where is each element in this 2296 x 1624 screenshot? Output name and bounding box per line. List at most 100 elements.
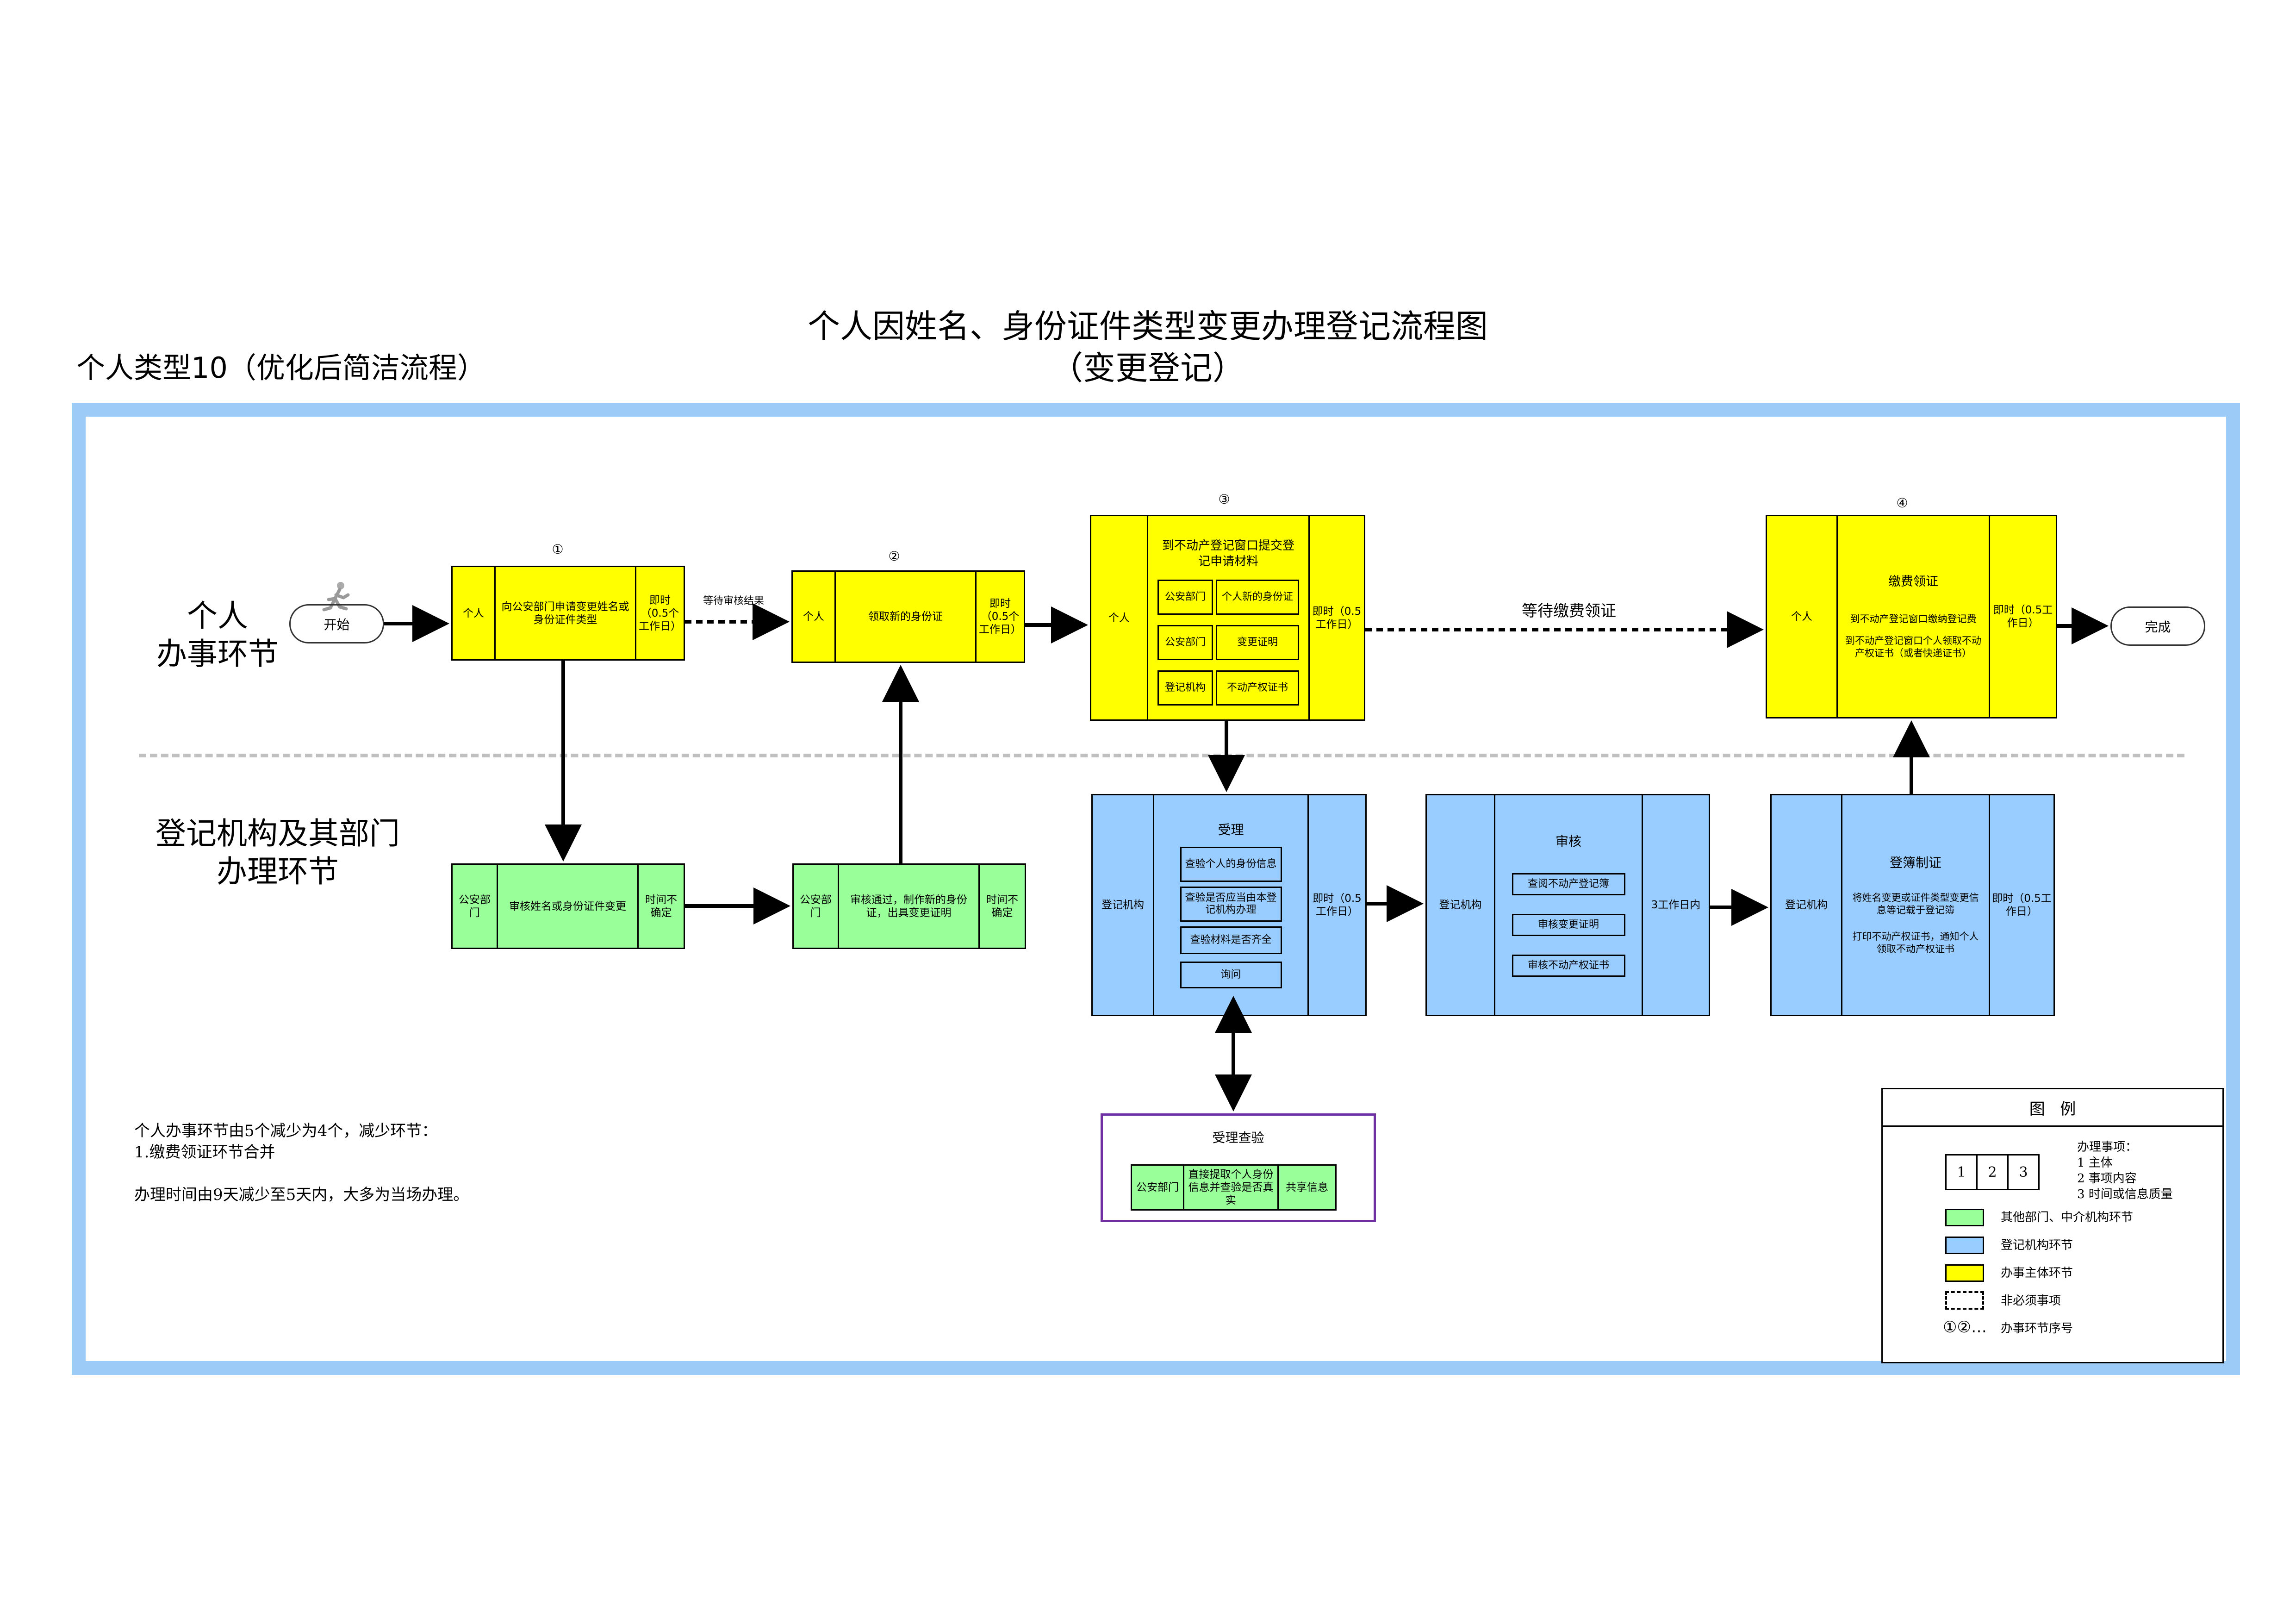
step-content: 直接提取个人身份信息并查验是否真实 — [1183, 1166, 1277, 1209]
legend-title: 图 例 — [1883, 1089, 2222, 1127]
step-content: 领取新的身份证 — [834, 572, 975, 662]
step-content: 受理 查验个人的身份信息 查验是否应当由本登记机构办理 查验材料是否齐全 询问 — [1153, 795, 1307, 1015]
check-item: 审核不动产权证书 — [1512, 955, 1625, 977]
personal-step-collect-id: 个人 领取新的身份证 即时（0.5个工作日） — [791, 570, 1025, 663]
step-actor: 个人 — [803, 611, 824, 623]
step-content: 向公安部门申请变更姓名或身份证件类型 — [494, 567, 635, 659]
step-number-4: ④ — [1896, 495, 1908, 511]
material-doc: 变更证明 — [1216, 625, 1299, 660]
step-actor: 公安部门 — [800, 893, 832, 919]
step-time: 即时（0.5工作日） — [1307, 795, 1365, 1015]
note-line: 个人办事环节由5个减少为4个，减少环节： — [134, 1122, 438, 1140]
step-heading: 审核 — [1555, 834, 1581, 849]
step-actor: 公安部门 — [1136, 1181, 1179, 1193]
personal-step-submit-materials: 个人 到不动产登记窗口提交登记申请材料 公安部门 个人新的身份证 公安部门 变更… — [1090, 515, 1365, 721]
step-content: 缴费领证 到不动产登记窗口缴纳登记费 到不动产登记窗口个人领取不动产权证书（或者… — [1836, 516, 1989, 717]
lane-label-personal: 个人 办事环节 — [156, 598, 279, 672]
step-actor: 个人 — [463, 607, 484, 619]
page-subtitle: （变更登记） — [1051, 349, 1245, 387]
step-content: 审核 查阅不动产登记簿 审核变更证明 审核不动产权证书 — [1494, 795, 1642, 1015]
material-doc: 个人新的身份证 — [1216, 579, 1299, 615]
step-actor: 登记机构 — [1785, 899, 1828, 911]
arrow-label-wait-fee: 等待缴费领证 — [1522, 602, 1616, 620]
note-line: 办理时间由9天减少至5天内，大多为当场办理。 — [134, 1186, 469, 1204]
step-content: 登簿制证 将姓名变更或证件类型变更信息等记载于登记簿 打印不动产权证书，通知个人… — [1841, 795, 1989, 1015]
step-time: 即时（0.5工作日） — [1308, 516, 1364, 719]
material-org: 登记机构 — [1157, 670, 1213, 706]
legend-swatch-yellow — [1945, 1264, 1984, 1282]
legend-item-desc: 办理事项： 1 主体 2 事项内容 3 时间或信息质量 — [2077, 1140, 2173, 1201]
agency-step-issue-id: 公安部门 审核通过，制作新的身份证，出具变更证明 时间不确定 — [792, 863, 1026, 949]
end-terminal: 完成 — [2110, 606, 2205, 646]
material-org: 公安部门 — [1157, 579, 1213, 615]
material-doc: 不动产权证书 — [1216, 670, 1299, 706]
step-line: 将姓名变更或证件类型变更信息等记载于登记簿 — [1852, 892, 1979, 916]
step-time: 时间不确定 — [978, 865, 1025, 948]
check-item: 审核变更证明 — [1512, 914, 1625, 936]
legend-swatch-green — [1945, 1209, 1984, 1226]
page-title: 个人因姓名、身份证件类型变更办理登记流程图 — [808, 307, 1488, 345]
flow-type-label: 个人类型10（优化后简洁流程） — [76, 351, 486, 385]
material-org: 公安部门 — [1157, 625, 1213, 660]
legend-label-dashed: 非必须事项 — [2001, 1294, 2061, 1308]
note-line: 1.缴费领证环节合并 — [134, 1143, 275, 1162]
step-number-2: ② — [888, 549, 900, 564]
notes: 个人办事环节由5个减少为4个，减少环节： 1.缴费领证环节合并 办理时间由9天减… — [134, 1120, 690, 1206]
step-actor: 个人 — [1108, 612, 1130, 624]
step-time: 共享信息 — [1277, 1166, 1335, 1209]
step-time: 时间不确定 — [637, 865, 684, 948]
step-heading: 受理 — [1218, 822, 1244, 837]
step-line: 到不动产登记窗口个人领取不动产权证书（或者快递证书） — [1845, 635, 1981, 659]
legend-seq-symbol: ①②… — [1943, 1318, 1987, 1337]
check-item: 查验材料是否齐全 — [1180, 926, 1282, 954]
personal-step-pay-collect: 个人 缴费领证 到不动产登记窗口缴纳登记费 到不动产登记窗口个人领取不动产权证书… — [1766, 515, 2057, 718]
verify-title: 受理查验 — [1212, 1130, 1264, 1145]
running-person-icon — [319, 581, 350, 612]
material-row: 登记机构 不动产权证书 — [1157, 670, 1299, 706]
step-time: 即时（0.5工作日） — [1989, 516, 2056, 717]
step-heading: 到不动产登记窗口提交登记申请材料 — [1162, 538, 1294, 568]
lane-divider — [139, 754, 2184, 757]
legend-label-green: 其他部门、中介机构环节 — [2001, 1211, 2134, 1224]
legend-cells: 1 2 3 — [1945, 1154, 2040, 1190]
step-content: 到不动产登记窗口提交登记申请材料 公安部门 个人新的身份证 公安部门 变更证明 … — [1147, 516, 1308, 719]
lane-label-agency: 登记机构及其部门 办理环节 — [156, 816, 400, 889]
start-terminal: 开始 — [289, 604, 384, 643]
legend-label-yellow: 办事主体环节 — [2001, 1266, 2073, 1280]
check-item: 查验个人的身份信息 — [1180, 847, 1282, 882]
step-content: 审核姓名或身份证件变更 — [497, 865, 637, 948]
step-line: 到不动产登记窗口缴纳登记费 — [1850, 613, 1977, 625]
step-actor: 个人 — [1791, 611, 1812, 623]
material-row: 公安部门 个人新的身份证 — [1157, 579, 1299, 615]
check-item: 查阅不动产登记簿 — [1512, 873, 1625, 895]
step-time: 即时（0.5工作日） — [1989, 795, 2053, 1015]
material-row: 公安部门 变更证明 — [1157, 625, 1299, 660]
step-actor: 公安部门 — [459, 893, 491, 919]
step-line: 打印不动产权证书，通知个人领取不动产权证书 — [1852, 931, 1979, 955]
agency-step-accept: 登记机构 受理 查验个人的身份信息 查验是否应当由本登记机构办理 查验材料是否齐… — [1091, 794, 1367, 1016]
legend-swatch-blue — [1945, 1237, 1984, 1254]
agency-step-review: 登记机构 审核 查阅不动产登记簿 审核变更证明 审核不动产权证书 3工作日内 — [1425, 794, 1710, 1016]
step-actor: 登记机构 — [1101, 899, 1144, 911]
step-time: 即时（0.5个工作日） — [635, 567, 684, 659]
step-heading: 缴费领证 — [1888, 574, 1938, 589]
verify-step: 公安部门 直接提取个人身份信息并查验是否真实 共享信息 — [1131, 1164, 1337, 1211]
agency-step-review-change: 公安部门 审核姓名或身份证件变更 时间不确定 — [451, 863, 685, 949]
check-item: 查验是否应当由本登记机构办理 — [1180, 887, 1282, 922]
personal-step-apply-change: 个人 向公安部门申请变更姓名或身份证件类型 即时（0.5个工作日） — [451, 566, 685, 661]
step-number-1: ① — [552, 542, 564, 557]
step-heading: 登簿制证 — [1889, 855, 1941, 870]
step-time: 3工作日内 — [1642, 795, 1709, 1015]
agency-step-register: 登记机构 登簿制证 将姓名变更或证件类型变更信息等记载于登记簿 打印不动产权证书… — [1770, 794, 2055, 1016]
legend-swatch-dashed — [1945, 1291, 1984, 1310]
step-content: 审核通过，制作新的身份证，出具变更证明 — [838, 865, 978, 948]
legend-label-blue: 登记机构环节 — [2001, 1238, 2073, 1252]
check-item: 询问 — [1180, 962, 1282, 988]
step-actor: 登记机构 — [1439, 899, 1482, 911]
step-time: 即时（0.5个工作日） — [975, 572, 1024, 662]
legend-label-seq: 办事环节序号 — [2001, 1322, 2073, 1336]
verify-frame: 受理查验 公安部门 直接提取个人身份信息并查验是否真实 共享信息 — [1101, 1113, 1376, 1222]
legend: 图 例 1 2 3 办理事项： 1 主体 2 事项内容 3 时间或信息质量 其他… — [1881, 1088, 2224, 1363]
step-number-3: ③ — [1218, 492, 1230, 507]
